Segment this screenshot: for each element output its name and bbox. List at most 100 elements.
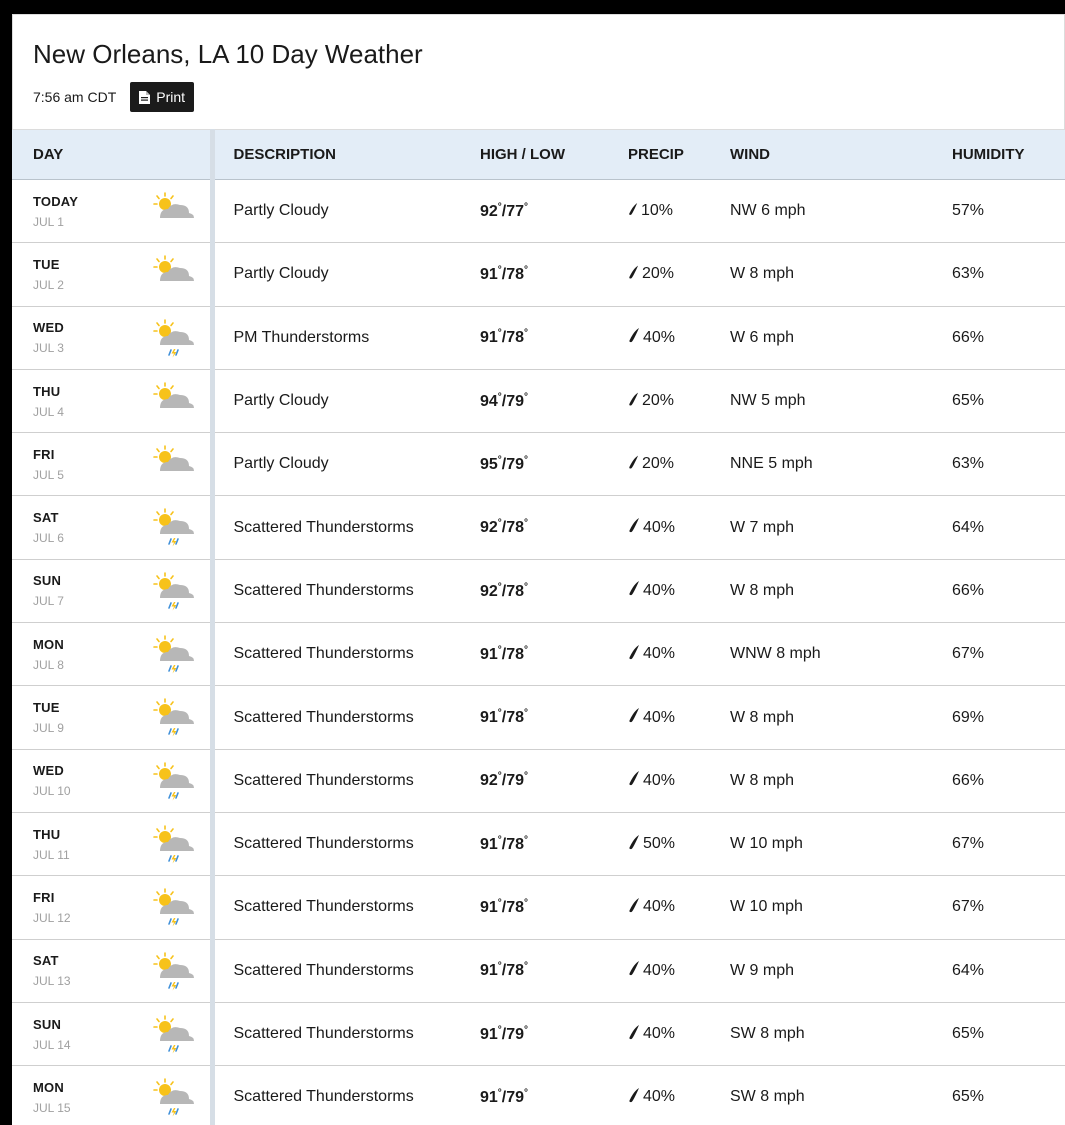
thunderstorm-icon	[151, 1015, 195, 1055]
high-low-cell: 94°/79°	[480, 369, 628, 434]
description-cell: PM Thunderstorms	[209, 306, 480, 370]
col-precip: PRECIP	[628, 129, 730, 180]
low-temp: 78	[506, 962, 525, 980]
wind-cell: W 10 mph	[730, 875, 952, 940]
thunderstorm-icon	[151, 571, 195, 612]
day-name: MON	[33, 636, 64, 652]
wind-cell: W 7 mph	[730, 495, 952, 560]
thunderstorm-icon	[151, 635, 195, 675]
day-date: JUL 8	[33, 657, 64, 672]
col-high-low: HIGH / LOW	[480, 129, 628, 180]
day-date: JUL 10	[33, 784, 71, 799]
description-cell: Scattered Thunderstorms	[209, 685, 480, 750]
description-cell: Partly Cloudy	[209, 179, 480, 244]
high-low-cell: 91°/78°	[480, 875, 628, 940]
day-name: TODAY	[33, 193, 79, 209]
degree-symbol: °	[524, 707, 529, 719]
low-temp: 79	[506, 1025, 525, 1043]
degree-symbol: °	[524, 264, 529, 276]
col-wind: WIND	[730, 129, 952, 180]
precip-value: 40%	[643, 708, 676, 726]
day-name: WED	[33, 320, 64, 336]
degree-symbol: °	[524, 517, 529, 529]
humidity-cell: 66%	[952, 559, 1065, 624]
degree-symbol: °	[497, 581, 502, 593]
col-description: DESCRIPTION	[209, 129, 480, 180]
partly-cloudy-icon	[151, 192, 195, 232]
high-temp: 91	[480, 645, 498, 663]
partly-cloudy-icon	[151, 255, 195, 295]
precip-cell: 20%	[628, 242, 730, 307]
humidity-cell: 57%	[952, 179, 1065, 244]
high-low-cell: 95°/79°	[480, 432, 628, 497]
high-temp: 92	[480, 582, 498, 600]
day-date: JUL 6	[33, 531, 64, 546]
day-date: JUL 11	[33, 847, 70, 862]
day-name: TUE	[33, 256, 60, 272]
low-temp: 78	[506, 709, 525, 727]
high-low-cell: 91°/79°	[480, 1002, 628, 1067]
precip-value: 40%	[643, 771, 676, 789]
degree-symbol: °	[497, 454, 502, 466]
degree-symbol: °	[497, 328, 502, 340]
degree-symbol: °	[497, 391, 502, 403]
degree-symbol: °	[497, 1024, 502, 1036]
raindrop-icon	[628, 454, 639, 475]
day-date: JUL 3	[33, 341, 64, 356]
forecast-table: DAY DESCRIPTION HIGH / LOW PRECIP WIND H…	[12, 129, 1065, 1125]
precip-cell: 40%	[628, 306, 730, 370]
high-temp: 91	[480, 1025, 498, 1043]
partly-cloudy-icon	[151, 382, 195, 422]
humidity-cell: 63%	[952, 432, 1065, 497]
precip-value: 40%	[643, 645, 676, 663]
precip-cell: 40%	[628, 622, 730, 687]
wind-cell: W 8 mph	[730, 685, 952, 750]
document-icon	[139, 90, 151, 104]
high-low-cell: 92°/77°	[480, 179, 628, 244]
thunderstorm-icon	[151, 951, 195, 992]
high-temp: 92	[480, 772, 498, 790]
high-temp: 91	[480, 266, 498, 284]
print-button[interactable]: Print	[130, 82, 195, 113]
raindrop-icon	[628, 897, 640, 918]
high-low-cell: 91°/78°	[480, 306, 628, 370]
description-cell: Partly Cloudy	[209, 369, 480, 434]
precip-value: 40%	[643, 518, 676, 536]
high-temp: 91	[480, 1088, 498, 1106]
day-name: FRI	[33, 889, 55, 905]
raindrop-icon	[628, 580, 640, 601]
low-temp: 78	[506, 519, 525, 537]
precip-value: 40%	[643, 328, 676, 346]
low-temp: 78	[506, 582, 525, 600]
low-temp: 78	[506, 266, 525, 284]
precip-cell: 10%	[628, 179, 730, 244]
high-temp: 94	[480, 392, 498, 410]
degree-symbol: °	[497, 771, 502, 783]
wind-cell: W 8 mph	[730, 749, 952, 813]
description-cell: Scattered Thunderstorms	[209, 875, 480, 940]
thunderstorm-icon	[151, 318, 195, 359]
description-cell: Scattered Thunderstorms	[209, 939, 480, 1003]
